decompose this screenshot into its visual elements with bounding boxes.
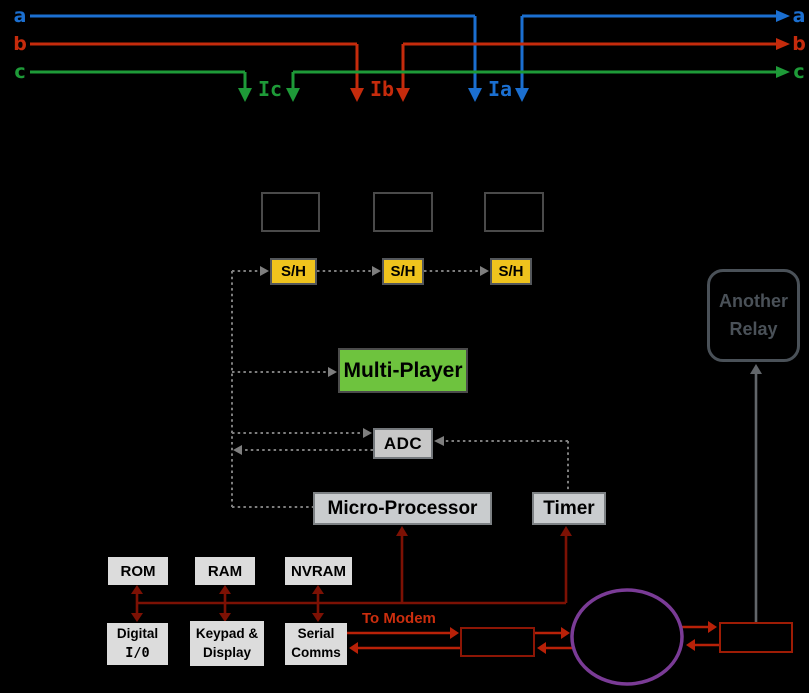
sample-hold-box-1: S/H (270, 258, 317, 285)
serial-comms-box: Serial Comms (285, 623, 347, 665)
modem-transceiver-box-left (460, 627, 535, 657)
digital-io-box: Digital I/0 (107, 623, 168, 665)
to-modem-label: To Modem (362, 610, 436, 627)
data-bus-lines (131, 526, 572, 622)
keypad-line2: Display (202, 644, 252, 660)
phase-b-label-right: b (792, 33, 806, 55)
phase-c-label-right: c (793, 61, 805, 83)
adc-box: ADC (373, 428, 433, 459)
phase-c-line (30, 66, 790, 102)
modem-comm-lines (347, 621, 719, 654)
current-ib-label: Ib (369, 77, 395, 101)
current-ic-label: Ic (257, 77, 283, 101)
sample-hold-box-3: S/H (490, 258, 532, 285)
rom-box: ROM (108, 557, 168, 585)
serial-line1: Serial (297, 626, 335, 642)
phase-a-label-left: a (13, 5, 27, 27)
ram-box: RAM (195, 557, 255, 585)
phase-a-label-right: a (792, 5, 806, 27)
another-relay-line1: Another (719, 290, 788, 311)
another-relay-line2: Relay (729, 318, 778, 339)
serial-line2: Comms (291, 645, 341, 660)
filter-box-3 (484, 192, 544, 232)
network-circle (570, 588, 684, 686)
another-relay-box: Another Relay (707, 269, 800, 362)
keypad-display-box: Keypad & Display (190, 621, 264, 666)
sample-hold-box-2: S/H (382, 258, 424, 285)
phase-b-line (30, 38, 790, 102)
phase-a-line (30, 10, 790, 102)
modem-transceiver-box-right (719, 622, 793, 653)
digital-io-line1: Digital (116, 626, 159, 642)
sampling-dotted-lines (231, 266, 569, 508)
phase-c-label-left: c (14, 61, 26, 83)
filter-box-1 (261, 192, 320, 232)
multiplexer-box: Multi-Player (338, 348, 468, 393)
microprocessor-box: Micro-Processor (313, 492, 492, 525)
filter-box-2 (373, 192, 433, 232)
timer-box: Timer (532, 492, 606, 525)
relay-link-line (750, 364, 762, 622)
phase-b-label-left: b (13, 33, 27, 55)
current-ia-label: Ia (487, 77, 513, 101)
keypad-line1: Keypad & (195, 625, 259, 641)
digital-io-line2: I/0 (125, 645, 150, 661)
nvram-box: NVRAM (285, 557, 352, 585)
